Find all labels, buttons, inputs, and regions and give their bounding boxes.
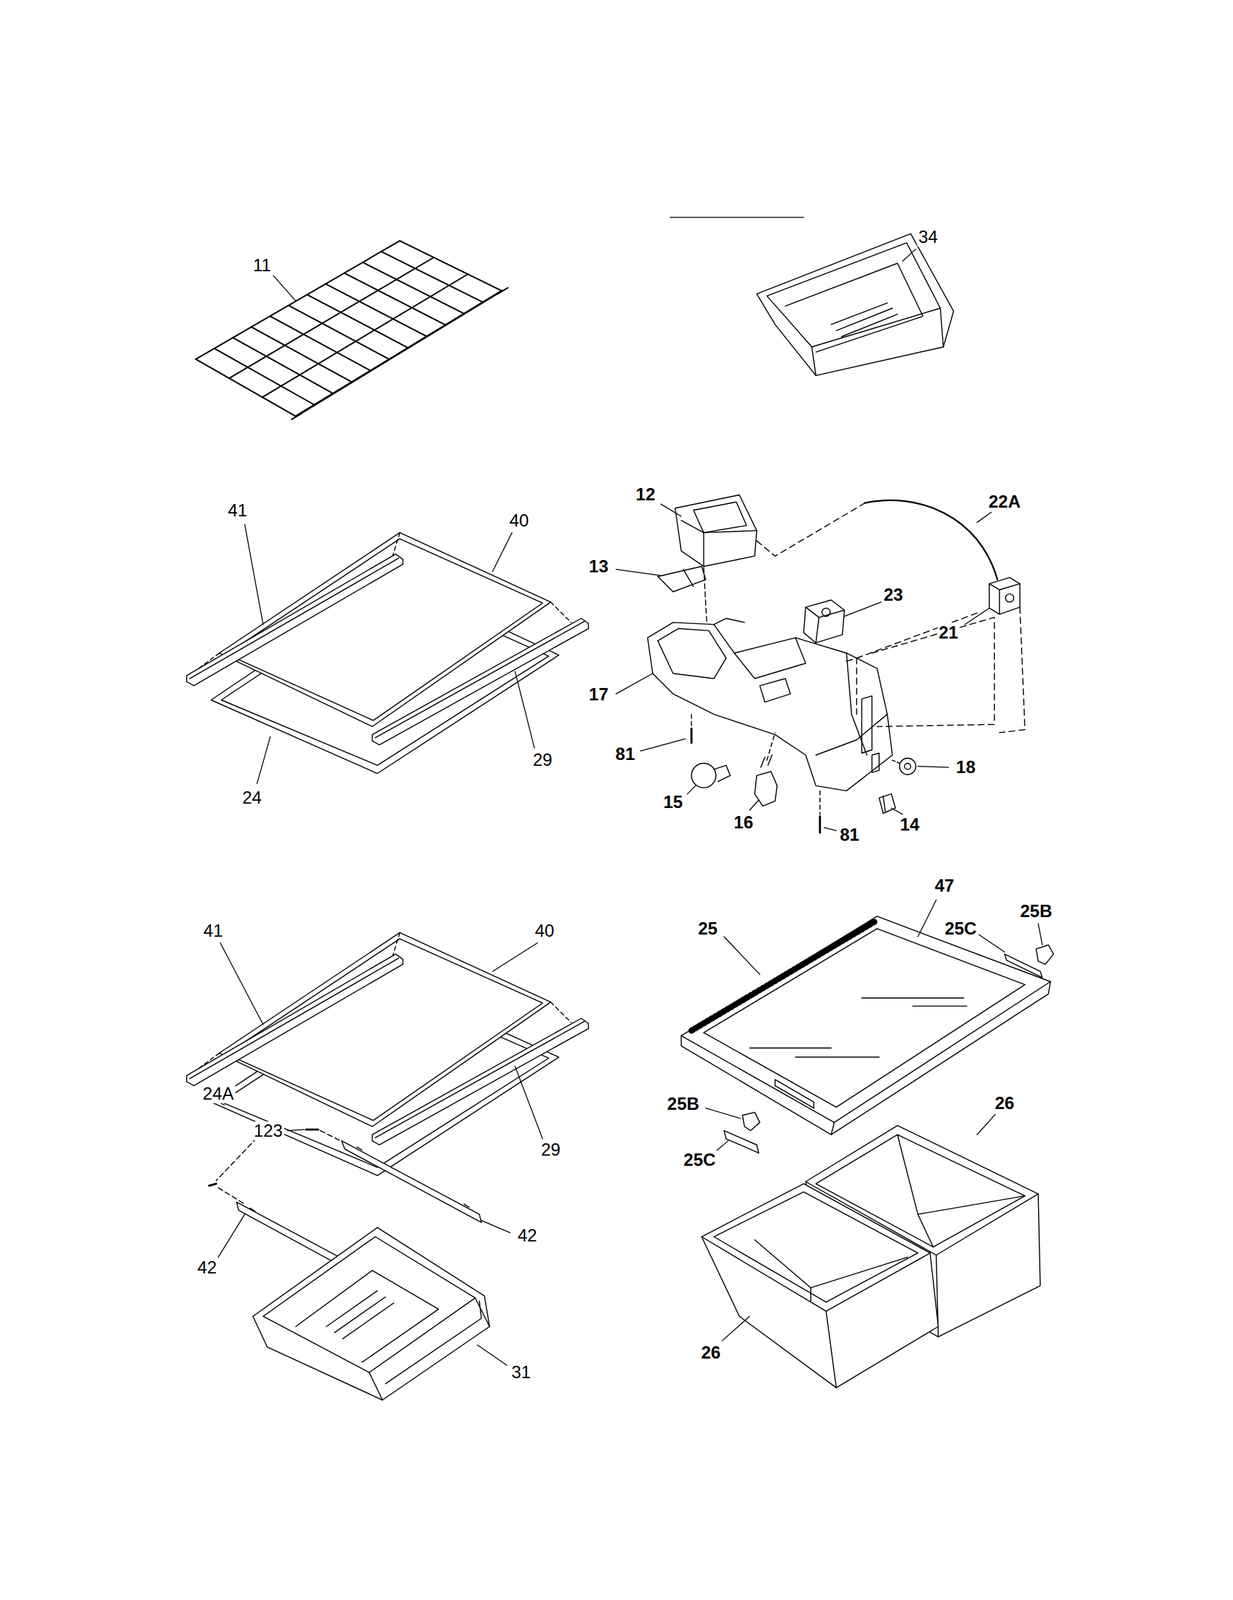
glass-shelf: [186, 932, 589, 1400]
callout-number: 47: [933, 876, 957, 895]
callout-number: 41: [226, 500, 249, 520]
storage-bin: [756, 233, 954, 376]
control-housing: [647, 494, 1026, 832]
callout-number: 42: [516, 1225, 539, 1245]
leader-lines: [218, 248, 1042, 1365]
crisper-drawer: [701, 1183, 938, 1388]
callout-number: 18: [954, 757, 978, 777]
callout-number: 34: [916, 227, 940, 247]
callout-number: 12: [634, 484, 658, 504]
callout-number: 13: [587, 556, 610, 576]
callout-number: 29: [531, 750, 554, 770]
rule-line: [670, 216, 805, 218]
callout-number: 26: [993, 1093, 1016, 1113]
callout-number: 123: [252, 1121, 285, 1140]
callout-number: 14: [898, 814, 922, 834]
callout-number: 17: [587, 684, 610, 704]
callout-number: 31: [509, 1362, 533, 1382]
callout-number: 24: [240, 788, 264, 807]
callout-number: 15: [661, 792, 685, 812]
callout-number: 25B: [665, 1094, 701, 1114]
crisper-cover: [681, 916, 1054, 1154]
callout-number: 11: [251, 255, 273, 275]
glass-shelf: [186, 532, 589, 773]
callout-number: 81: [614, 744, 637, 764]
callout-number: 21: [937, 623, 960, 642]
callout-number: 16: [732, 812, 755, 832]
callout-number: 23: [882, 585, 906, 605]
callout-number: 25C: [942, 918, 978, 938]
callout-number: 25: [696, 918, 720, 938]
wire-shelf: [195, 240, 508, 420]
callout-number: 25C: [681, 1150, 717, 1170]
callout-number: 26: [699, 1342, 722, 1362]
callout-number: 81: [838, 825, 861, 845]
callout-number: 22A: [987, 492, 1023, 512]
callout-number: 24A: [201, 1083, 236, 1103]
callout-number: 42: [195, 1257, 219, 1277]
callout-number: 40: [533, 921, 557, 941]
callout-number: 29: [539, 1139, 562, 1159]
callout-number: 25B: [1018, 901, 1054, 921]
callout-number: 40: [508, 511, 531, 530]
callout-number: 41: [202, 921, 225, 941]
